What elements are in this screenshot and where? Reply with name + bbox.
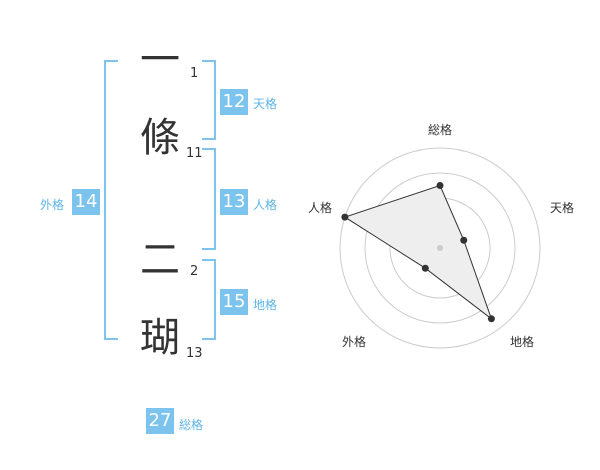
gaikaku-value: 14 bbox=[72, 189, 100, 215]
tenkaku-bracket bbox=[202, 60, 216, 140]
radar-point bbox=[421, 264, 429, 272]
radar-point bbox=[487, 315, 495, 323]
jinkaku-value: 13 bbox=[220, 189, 248, 215]
stroke-count-2: 11 bbox=[186, 146, 203, 161]
axis-label-tenkaku: 天格 bbox=[550, 200, 574, 215]
name-char-1: 一 bbox=[140, 37, 180, 83]
stroke-count-1: 1 bbox=[190, 66, 199, 81]
gaikaku-label: 外格 bbox=[40, 198, 65, 212]
axis-label-soukaku: 総格 bbox=[428, 122, 452, 137]
radar-point bbox=[460, 236, 468, 244]
axis-label-jinkaku: 人格 bbox=[308, 200, 332, 215]
soukaku-label: 総格 bbox=[179, 418, 204, 432]
radar-area bbox=[343, 184, 493, 321]
tenkaku-value: 12 bbox=[220, 89, 248, 115]
axis-label-chikaku: 地格 bbox=[510, 334, 534, 349]
stroke-count-3: 2 bbox=[190, 264, 199, 279]
name-char-2: 條 bbox=[140, 115, 180, 161]
chikaku-value: 15 bbox=[220, 289, 248, 315]
soukaku-value: 27 bbox=[146, 408, 174, 434]
jinkaku-label: 人格 bbox=[253, 198, 278, 212]
radar-ring bbox=[339, 147, 541, 349]
outer-bracket bbox=[104, 60, 118, 340]
name-char-3: 二 bbox=[140, 237, 180, 283]
stroke-count-4: 13 bbox=[186, 346, 203, 361]
chikaku-bracket bbox=[202, 259, 216, 340]
radar-center-dot bbox=[437, 245, 443, 251]
radar-point bbox=[341, 213, 349, 221]
name-char-4: 瑚 bbox=[140, 315, 180, 361]
radar-chart: 総格 天格 地格 外格 人格 bbox=[308, 122, 574, 349]
radar-points bbox=[341, 182, 495, 323]
radar-ring bbox=[364, 172, 516, 324]
chikaku-label: 地格 bbox=[253, 298, 278, 312]
jinkaku-bracket bbox=[202, 148, 216, 250]
axis-label-gaikaku: 外格 bbox=[342, 334, 366, 349]
tenkaku-label: 天格 bbox=[253, 97, 278, 111]
radar-point bbox=[436, 182, 444, 189]
